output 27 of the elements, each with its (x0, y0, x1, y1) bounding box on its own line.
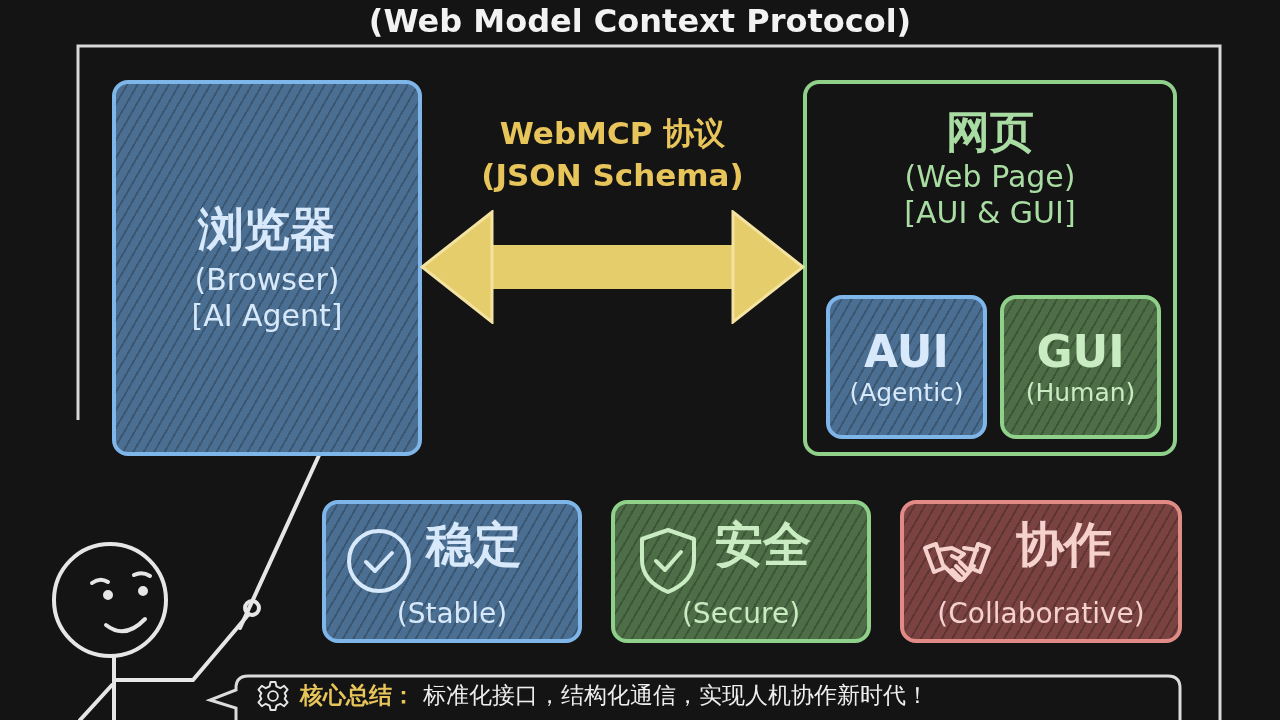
english-subtitle: (Web Page) (904, 158, 1076, 195)
interface-box (1000, 295, 1161, 439)
feature-box (322, 500, 582, 643)
feature-box (900, 500, 1182, 643)
interface-name: AUI (864, 325, 949, 379)
english-subtitle: (Browser) (194, 261, 340, 298)
chinese-heading: 协作 (1016, 516, 1112, 574)
interface-name: GUI (1036, 325, 1125, 379)
role-tag: [AI Agent] (191, 297, 343, 334)
english-subtitle: (Collaborative) (936, 597, 1146, 631)
role-tag: [AUI & GUI] (904, 194, 1076, 231)
double-arrow (420, 210, 805, 324)
chinese-heading: 网页 (946, 106, 1034, 159)
english-subtitle: (Agentic) (849, 378, 964, 409)
summary-text: 标准化接口，结构化通信，实现人机协作新时代！ (423, 682, 929, 710)
title: (Web Model Context Protocol) (367, 1, 913, 42)
english-subtitle: (Stable) (395, 597, 509, 631)
web-page-box (803, 80, 1177, 456)
feature-box (611, 500, 871, 643)
chinese-heading: 浏览器 (198, 202, 336, 258)
english-subtitle: (Human) (1025, 378, 1136, 409)
english-subtitle: (Secure) (680, 597, 802, 631)
chinese-heading: 安全 (715, 516, 811, 574)
summary-heading: 核心总结： (300, 682, 415, 710)
chinese-heading: 稳定 (426, 516, 522, 574)
interface-box (826, 295, 987, 439)
browser-box (112, 80, 422, 456)
